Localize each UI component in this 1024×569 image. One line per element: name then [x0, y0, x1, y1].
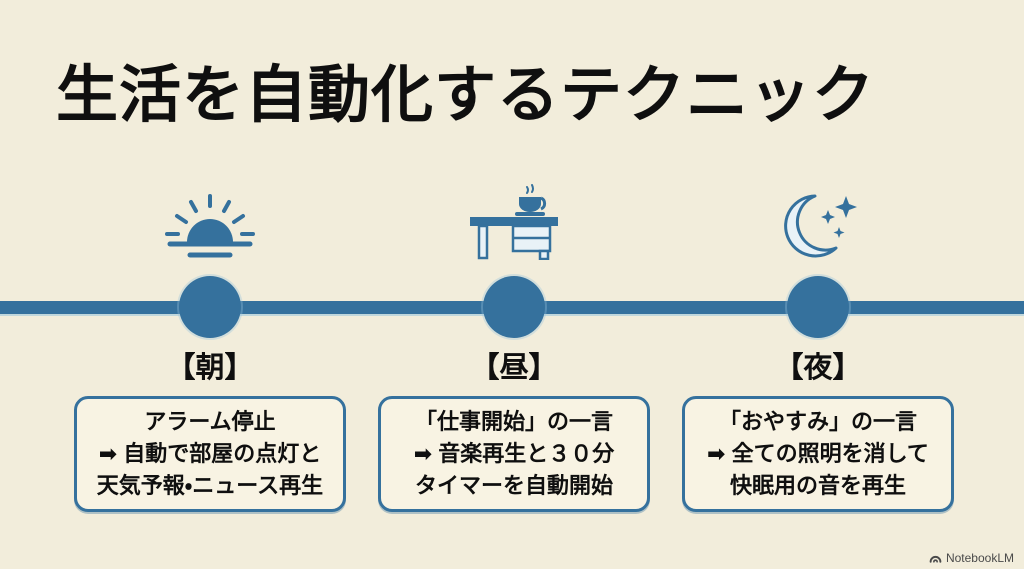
- stage-label-morning: 【朝】: [166, 352, 254, 384]
- page-title: 生活を自動化するテクニック: [56, 61, 876, 130]
- moon-stars-icon: [748, 184, 888, 260]
- stage-label-noon: 【昼】: [470, 352, 558, 384]
- stage-text-line: 「おやすみ」の一言: [718, 409, 917, 435]
- stage-text-line: ➡ 自動で部屋の点灯と: [98, 441, 322, 467]
- footer-brand-label: NotebookLM: [945, 551, 1014, 565]
- timeline-node-noon: [483, 276, 545, 338]
- stage-box-night: 「おやすみ」の一言 ➡ 全ての照明を消して 快眠用の音を再生: [682, 396, 954, 512]
- desk-coffee-icon: [444, 184, 584, 260]
- sunrise-icon: [140, 184, 280, 260]
- notebooklm-logo-icon: [929, 552, 942, 565]
- stage-label-night: 【夜】: [774, 352, 862, 384]
- stage-box-morning: アラーム停止 ➡ 自動で部屋の点灯と 天気予報・ニュース再生: [74, 396, 346, 512]
- footer-brand: NotebookLM: [929, 551, 1014, 565]
- stage-text-line: ➡ 全ての照明を消して: [707, 441, 929, 467]
- stage-text-line: 天気予報・ニュース再生: [96, 472, 324, 498]
- stage-text-line: タイマーを自動開始: [414, 472, 613, 498]
- stage-text-line: 「仕事開始」の一言: [414, 409, 613, 435]
- stage-text-line: 快眠用の音を再生: [729, 472, 906, 498]
- stage-text-line: アラーム停止: [144, 409, 276, 435]
- timeline-node-night: [787, 276, 849, 338]
- stage-box-noon: 「仕事開始」の一言 ➡ 音楽再生と３０分 タイマーを自動開始: [378, 396, 650, 512]
- stage-text-line: ➡ 音楽再生と３０分: [413, 441, 615, 467]
- timeline-node-morning: [179, 276, 241, 338]
